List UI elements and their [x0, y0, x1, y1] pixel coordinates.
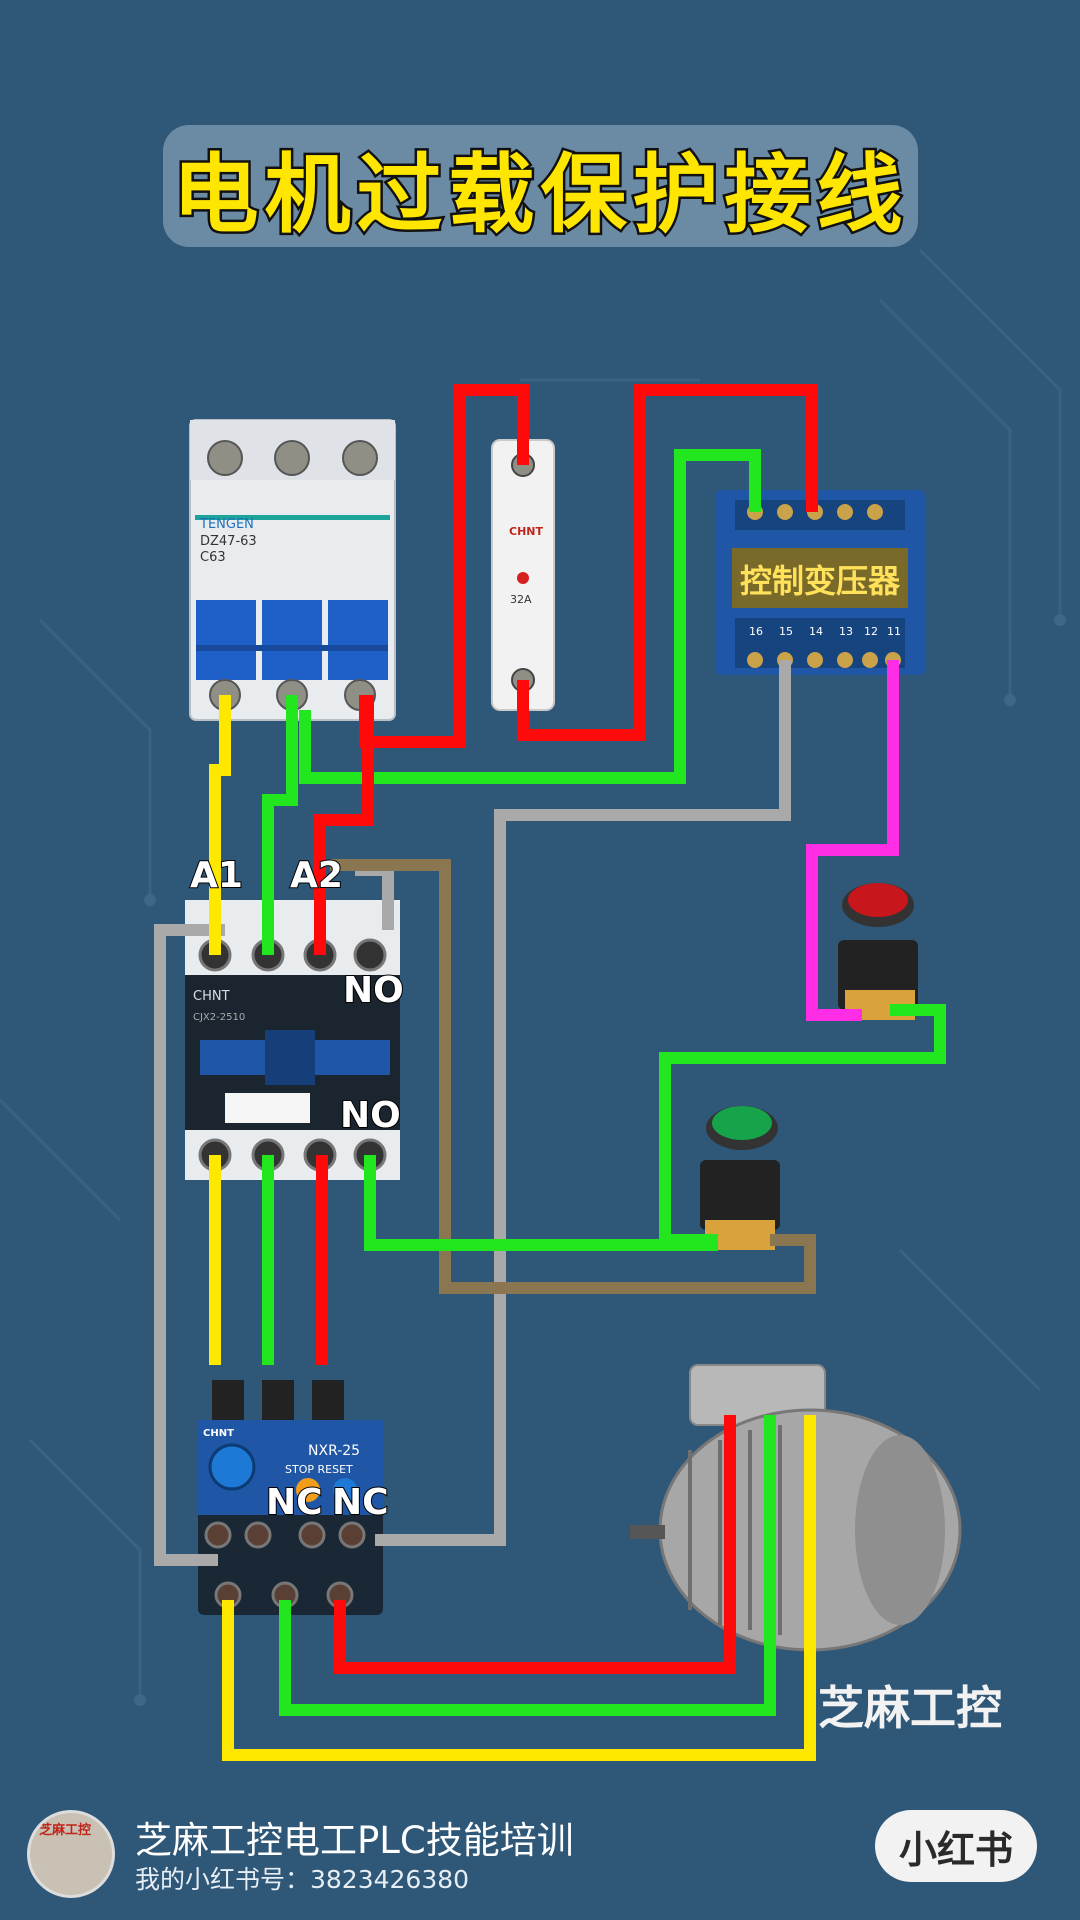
label-a1: A1 [189, 854, 244, 897]
wire-green-L2-motor [279, 1415, 776, 1716]
relay-model: NXR-25 [308, 1443, 360, 1459]
tx-terminal-14: 14 [809, 625, 823, 638]
wire-yellow-L1-motor [222, 1415, 816, 1761]
tx-terminal-16: 16 [749, 625, 763, 638]
wire-red-L3-top [314, 695, 374, 955]
wire-green-contactor-to-start [364, 1155, 718, 1251]
page-title: 电机过载保护接线 [170, 142, 909, 247]
contactor-model: CJX2-2510 [193, 1012, 245, 1023]
label-no-bottom: NO [339, 1094, 402, 1137]
account-id: 我的小红书号：3823426380 [135, 1865, 470, 1894]
breaker-rating: C63 [200, 550, 226, 565]
breaker-brand: TENGEN [199, 517, 254, 532]
account-name[interactable]: 芝麻工控电工PLC技能培训 [135, 1819, 574, 1862]
wire-grey-return [154, 924, 225, 1566]
wire-red-L3-motor [334, 1415, 736, 1674]
control-transformer: 控制变压器 16 15 14 13 12 11 [715, 490, 925, 675]
electric-motor [630, 1364, 962, 1652]
label-nc-right: NC [331, 1481, 390, 1524]
relay-buttons: STOP RESET [285, 1463, 353, 1476]
label-nc-left: NC [265, 1481, 324, 1524]
fuse-spec: 32A [510, 593, 532, 606]
tx-terminal-12: 12 [864, 625, 878, 638]
stop-push-button [838, 883, 918, 1020]
contactor-brand: CHNT [193, 989, 230, 1004]
wire-grey-control [375, 660, 791, 1546]
title-banner: 电机过载保护接线 [163, 125, 918, 247]
xiaohongshu-logo: 小红书 [875, 1810, 1037, 1882]
wire-yellow-L1-top [209, 695, 231, 955]
breaker-model: DZ47-63 [200, 534, 257, 549]
avatar[interactable]: 芝麻工控 [27, 1810, 115, 1898]
relay-brand: CHNT [203, 1428, 234, 1439]
fuse-holder: CHNT 32A [491, 439, 555, 711]
fuse-brand: CHNT [509, 525, 543, 538]
tx-terminal-11: 11 [887, 625, 901, 638]
wire-green-L2-top [262, 695, 298, 955]
watermark: 芝麻工控 [818, 1681, 1002, 1735]
transformer-name: 控制变压器 [740, 562, 901, 600]
avatar-text: 芝麻工控 [39, 1823, 92, 1838]
start-push-button [700, 1106, 780, 1250]
label-no-top: NO [342, 969, 405, 1012]
tx-terminal-15: 15 [779, 625, 793, 638]
wire-brown-control [330, 859, 816, 1294]
tx-terminal-13: 13 [839, 625, 853, 638]
wire-green-transformer [299, 449, 761, 784]
wire-red-fuse-out [517, 384, 818, 741]
label-a2: A2 [289, 854, 344, 897]
wire-magenta [806, 660, 899, 1021]
circuit-breaker: TENGEN DZ47-63 C63 [189, 419, 396, 721]
